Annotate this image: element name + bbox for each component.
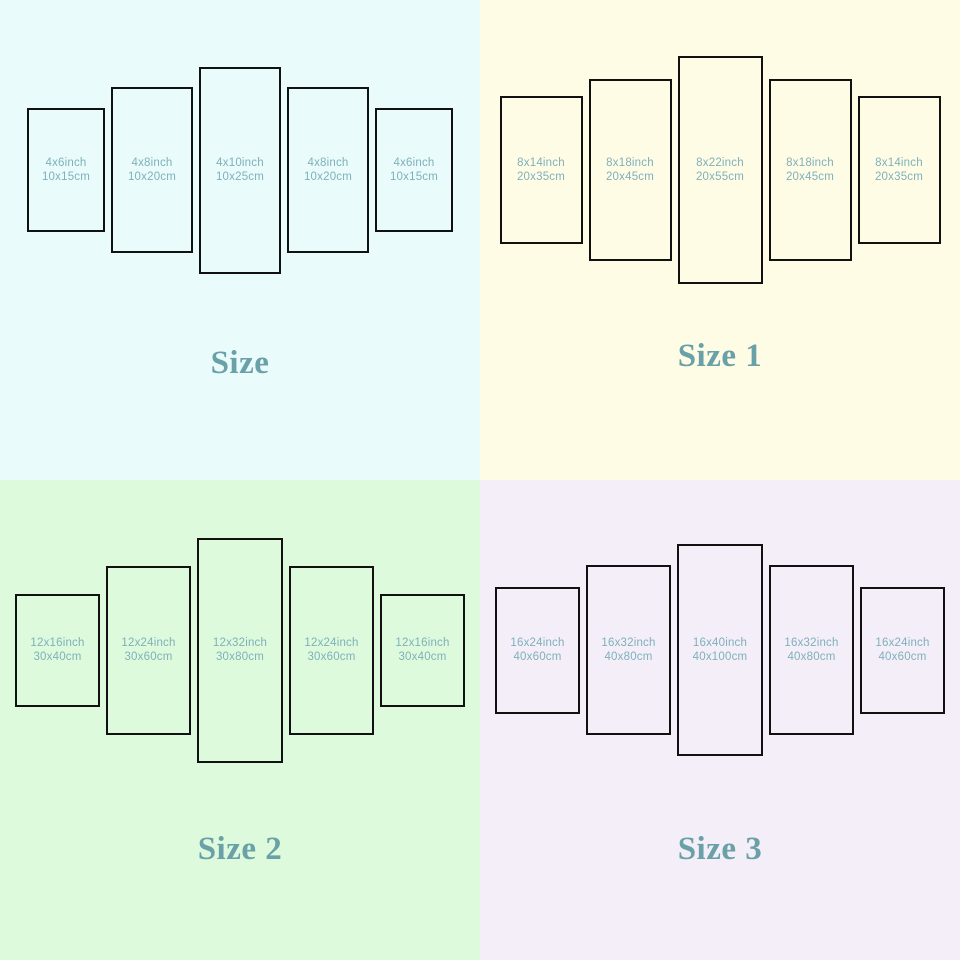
panel-size-cm: 30x60cm — [307, 651, 356, 663]
panel-size-inch: 4x8inch — [131, 156, 173, 169]
panel-size-label: 12x16inch 30x40cm — [395, 636, 449, 664]
canvas-panel[interactable]: 12x16inch 30x40cm — [15, 593, 100, 707]
panel-size-label: 12x24inch 30x60cm — [304, 636, 358, 664]
panel-size-label: 16x24inch 40x60cm — [510, 636, 564, 664]
panel-size-cm: 10x25cm — [215, 171, 265, 183]
canvas-panel[interactable]: 8x18inch 20x45cm — [588, 79, 672, 261]
quadrant-size-1: 8x14inch 20x35cm 8x18inch 20x45cm 8x22inch 20… — [480, 0, 960, 480]
canvas-panel[interactable]: 8x22inch 20x55cm — [677, 56, 763, 284]
panel-size-inch: 8x18inch — [786, 156, 834, 169]
canvas-panel[interactable]: 4x8inch 10x20cm — [287, 87, 369, 253]
panel-size-inch: 12x24inch — [304, 636, 359, 649]
panel-size-inch: 12x16inch — [395, 636, 450, 649]
panel-size-label: 4x8inch 10x20cm — [128, 156, 176, 184]
panel-size-inch: 12x16inch — [30, 636, 85, 649]
canvas-panel[interactable]: 16x40inch 40x100cm — [677, 544, 763, 756]
panel-size-cm: 20x35cm — [516, 171, 566, 183]
canvas-panel[interactable]: 8x14inch 20x35cm — [857, 96, 941, 244]
panel-size-label: 12x16inch 30x40cm — [30, 636, 84, 664]
panel-size-label: 16x32inch 40x80cm — [784, 636, 838, 664]
panel-size-label: 16x32inch 40x80cm — [601, 636, 655, 664]
panel-size-cm: 30x40cm — [398, 651, 447, 663]
panel-size-inch: 16x32inch — [784, 636, 839, 649]
panel-size-label: 8x14inch 20x35cm — [517, 156, 565, 184]
panel-size-cm: 10x20cm — [127, 171, 177, 183]
canvas-panel[interactable]: 8x18inch 20x45cm — [768, 79, 852, 261]
quadrant-size-3: 16x24inch 40x60cm 16x32inch 40x80cm 16x40inc… — [480, 480, 960, 960]
panel-size-cm: 10x20cm — [303, 171, 353, 183]
panel-size-inch: 8x22inch — [696, 156, 744, 169]
canvas-panel[interactable]: 16x32inch 40x80cm — [769, 565, 854, 735]
panel-size-cm: 20x45cm — [785, 171, 835, 183]
panel-size-label: 8x18inch 20x45cm — [606, 156, 654, 184]
panel-size-cm: 20x55cm — [695, 171, 745, 183]
panel-size-inch: 12x32inch — [212, 636, 268, 649]
panel-size-cm: 40x100cm — [692, 651, 748, 663]
canvas-panel[interactable]: 12x24inch 30x60cm — [289, 565, 374, 735]
panel-size-inch: 16x40inch — [692, 636, 748, 649]
quadrant-title-size-1: Size 1 — [677, 338, 763, 374]
canvas-panel[interactable]: 12x24inch 30x60cm — [106, 565, 191, 735]
panel-size-cm: 30x40cm — [33, 651, 82, 663]
canvas-panel[interactable]: 16x32inch 40x80cm — [586, 565, 671, 735]
panel-size-cm: 40x80cm — [787, 651, 836, 663]
panel-size-inch: 4x6inch — [45, 156, 87, 169]
panel-size-inch: 8x14inch — [517, 156, 565, 169]
quadrant-size: 4x6inch 10x15cm 4x8inch 10x20cm 4x10inch 10x2… — [0, 0, 480, 480]
quadrant-title-size-2: Size 2 — [197, 831, 283, 867]
panel-size-label: 4x6inch 10x15cm — [42, 156, 90, 184]
panel-size-cm: 20x45cm — [605, 171, 655, 183]
panel-size-cm: 40x60cm — [513, 651, 562, 663]
panel-size-label: 12x32inch 30x80cm — [213, 636, 267, 664]
panel-size-label: 4x6inch 10x15cm — [390, 156, 438, 184]
panel-size-inch: 12x24inch — [121, 636, 176, 649]
canvas-panel[interactable]: 16x24inch 40x60cm — [495, 586, 580, 714]
quadrant-title-size: Size — [210, 345, 270, 381]
canvas-panel[interactable]: 4x10inch 10x25cm — [199, 66, 281, 274]
panel-size-cm: 10x15cm — [389, 171, 439, 183]
panel-cluster-size: 4x6inch 10x15cm 4x8inch 10x20cm 4x10inch 10x2… — [0, 0, 480, 340]
panel-cluster-size-3: 16x24inch 40x60cm 16x32inch 40x80cm 16x40inc… — [480, 480, 960, 820]
panel-size-label: 12x24inch 30x60cm — [121, 636, 175, 664]
panel-size-label: 4x8inch 10x20cm — [304, 156, 352, 184]
panel-size-cm: 40x80cm — [604, 651, 653, 663]
canvas-panel[interactable]: 4x8inch 10x20cm — [111, 87, 193, 253]
panel-size-label: 8x18inch 20x45cm — [786, 156, 834, 184]
panel-size-cm: 40x60cm — [878, 651, 927, 663]
canvas-panel[interactable]: 16x24inch 40x60cm — [860, 586, 945, 714]
panel-size-label: 16x24inch 40x60cm — [875, 636, 929, 664]
panel-size-inch: 16x24inch — [875, 636, 930, 649]
panel-size-label: 8x14inch 20x35cm — [875, 156, 923, 184]
panel-size-inch: 4x6inch — [393, 156, 435, 169]
panel-size-inch: 16x32inch — [601, 636, 656, 649]
panel-cluster-size-2: 12x16inch 30x40cm 12x24inch 30x60cm 12x32inc… — [0, 480, 480, 820]
panel-size-cm: 30x60cm — [124, 651, 173, 663]
panel-size-inch: 8x14inch — [875, 156, 923, 169]
canvas-panel[interactable]: 4x6inch 10x15cm — [27, 108, 105, 232]
panel-size-inch: 4x8inch — [307, 156, 349, 169]
canvas-panel[interactable]: 12x32inch 30x80cm — [197, 537, 283, 763]
panel-size-cm: 30x80cm — [215, 651, 265, 663]
panel-size-label: 4x10inch 10x25cm — [216, 156, 264, 184]
panel-size-inch: 4x10inch — [216, 156, 264, 169]
panel-cluster-size-1: 8x14inch 20x35cm 8x18inch 20x45cm 8x22inch 20… — [480, 0, 960, 340]
panel-size-inch: 16x24inch — [510, 636, 565, 649]
canvas-panel[interactable]: 4x6inch 10x15cm — [375, 108, 453, 232]
panel-size-inch: 8x18inch — [606, 156, 654, 169]
panel-size-label: 8x22inch 20x55cm — [696, 156, 744, 184]
panel-size-cm: 10x15cm — [41, 171, 91, 183]
canvas-panel[interactable]: 8x14inch 20x35cm — [499, 96, 583, 244]
panel-size-label: 16x40inch 40x100cm — [693, 636, 748, 664]
quadrant-title-size-3: Size 3 — [677, 831, 763, 867]
quadrant-size-2: 12x16inch 30x40cm 12x24inch 30x60cm 12x32inc… — [0, 480, 480, 960]
canvas-panel[interactable]: 12x16inch 30x40cm — [380, 593, 465, 707]
panel-size-cm: 20x35cm — [874, 171, 924, 183]
